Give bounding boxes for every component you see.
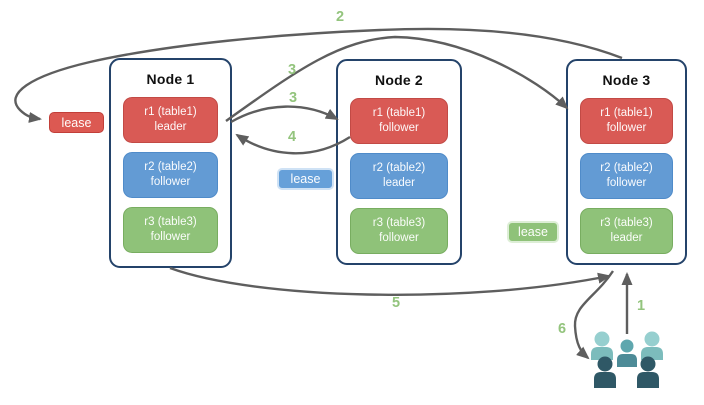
step-label-3b: 3 — [288, 90, 298, 106]
replica-role: follower — [379, 232, 419, 244]
replica-r1-table1: r1 (table1) follower — [350, 98, 448, 144]
replica-name: r3 (table3) — [144, 216, 197, 229]
replica-name: r2 (table2) — [144, 161, 197, 174]
replica-role: leader — [154, 121, 187, 133]
replica-r3-table3: r3 (table3) follower — [350, 208, 448, 254]
replica-r2-table2: r2 (table2) follower — [123, 152, 218, 198]
lease-badge-blue: lease — [277, 168, 334, 190]
users-icon — [591, 331, 663, 388]
replica-r2-table2: r2 (table2) leader — [350, 153, 448, 199]
step-label-4: 4 — [287, 129, 297, 145]
step-label-5: 5 — [391, 295, 401, 311]
replica-role: follower — [150, 231, 191, 243]
replica-name: r3 (table3) — [600, 217, 653, 230]
replica-role: follower — [606, 122, 647, 134]
replica-r1-table1: r1 (table1) leader — [123, 97, 218, 143]
lease-badge-green: lease — [507, 221, 559, 243]
replica-role: leader — [383, 177, 415, 189]
replica-r3-table3: r3 (table3) follower — [123, 207, 218, 253]
replica-name: r1 (table1) — [372, 107, 426, 120]
step-label-6: 6 — [557, 321, 567, 337]
replica-role: follower — [379, 122, 419, 134]
node-1: Node 1 r1 (table1) leader r2 (table2) fo… — [109, 58, 232, 268]
replica-name: r2 (table2) — [600, 162, 653, 175]
step-label-3a: 3 — [287, 62, 297, 78]
node-3: Node 3 r1 (table1) follower r2 (table2) … — [566, 59, 687, 265]
replica-name: r1 (table1) — [600, 107, 653, 120]
node-title: Node 2 — [375, 71, 423, 88]
replica-r3-table3: r3 (table3) leader — [580, 208, 673, 254]
arrow-step-3-to-node2 — [230, 105, 339, 124]
node-title: Node 1 — [146, 70, 195, 87]
replica-r1-table1: r1 (table1) follower — [580, 98, 673, 144]
replica-r2-table2: r2 (table2) follower — [580, 153, 673, 199]
step-label-2: 2 — [335, 9, 345, 25]
arrow-step-5 — [169, 266, 611, 296]
lease-badge-red: lease — [49, 112, 104, 133]
replica-name: r1 (table1) — [144, 106, 197, 119]
replica-role: follower — [606, 177, 647, 189]
replica-name: r2 (table2) — [372, 162, 426, 175]
step-label-1: 1 — [636, 298, 646, 314]
replica-role: leader — [610, 232, 643, 244]
node-title: Node 3 — [602, 71, 651, 88]
replica-name: r3 (table3) — [372, 217, 426, 230]
arrow-step-2 — [14, 27, 623, 123]
replica-role: follower — [150, 176, 191, 188]
node-2: Node 2 r1 (table1) follower r2 (table2) … — [336, 59, 462, 265]
